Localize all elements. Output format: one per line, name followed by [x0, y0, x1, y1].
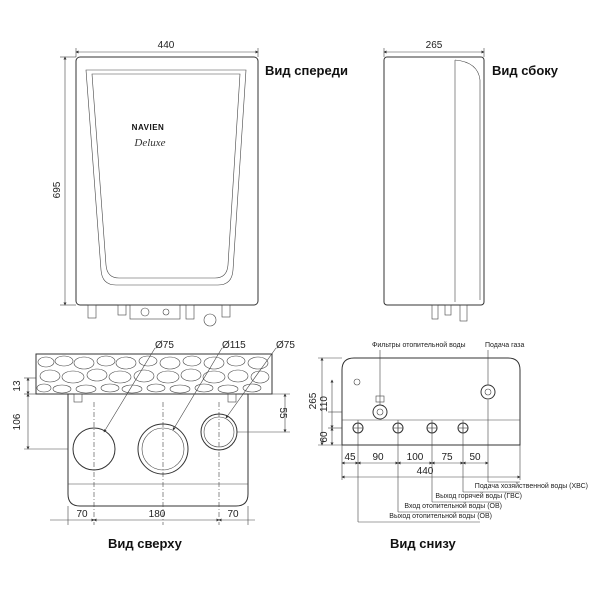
side-depth-dim: 265 [426, 40, 443, 51]
bottom-h60-dim: 60 [319, 431, 330, 443]
bottom-b50-dim: 50 [469, 452, 481, 463]
front-view-title: Вид спереди [265, 63, 348, 78]
bottom-gas [480, 384, 496, 400]
bottom-filter [372, 404, 388, 420]
side-view: 265 Вид сбоку [383, 40, 559, 322]
front-width-dim: 440 [158, 40, 175, 51]
front-view: NAVIEN Deluxe 440 695 Вид спереди [52, 40, 348, 327]
front-panel [85, 69, 247, 286]
top-h13-dim: 13 [12, 380, 23, 392]
label-gas: Подача газа [485, 342, 525, 349]
top-b70-left-dim: 70 [76, 509, 88, 520]
top-dia-left: Ø75 [155, 340, 174, 351]
bottom-b45-dim: 45 [344, 452, 356, 463]
top-body [67, 394, 249, 507]
top-h106-dim: 106 [12, 413, 23, 430]
top-dia-right: Ø75 [276, 340, 295, 351]
bottom-b75-dim: 75 [441, 452, 453, 463]
front-fittings [87, 304, 231, 327]
front-height-dim: 695 [52, 181, 63, 198]
label-heat-in: Вход отопительной воды (ОВ) [404, 502, 502, 510]
side-view-title: Вид сбоку [492, 63, 559, 78]
front-panel-inner [91, 73, 241, 279]
front-body [75, 56, 259, 306]
side-body [383, 56, 485, 306]
bottom-view-title: Вид снизу [390, 536, 456, 551]
bottom-b100-dim: 100 [407, 452, 424, 463]
top-dia-center: Ø115 [222, 340, 246, 351]
brand-model: Deluxe [133, 137, 165, 149]
label-cold-in: Подача хозяйственной воды (ХВС) [475, 482, 588, 490]
bottom-b90-dim: 90 [372, 452, 384, 463]
bottom-body [341, 357, 521, 446]
bottom-h265-dim: 265 [308, 392, 319, 409]
label-heat-out: Выход отопительной воды (ОВ) [389, 512, 492, 520]
top-view: Ø75 Ø115 Ø75 13 106 55 70 180 70 Вид све… [12, 340, 295, 551]
brand-logo: NAVIEN [132, 123, 165, 132]
top-b70-right-dim: 70 [227, 509, 239, 520]
top-view-title: Вид сверху [108, 536, 183, 551]
bottom-pipes [352, 422, 469, 434]
bottom-h110-dim: 110 [319, 396, 330, 412]
top-h55-dim: 55 [277, 407, 288, 419]
side-fittings [431, 304, 468, 322]
label-filters: Фильтры отопительной воды [372, 341, 466, 349]
top-b180-dim: 180 [149, 509, 166, 520]
bottom-b440-dim: 440 [417, 466, 434, 477]
stone-wall [35, 353, 273, 395]
stones [36, 355, 270, 394]
label-hot-out: Выход горячей воды (ГВС) [435, 492, 522, 500]
bottom-view: 45 90 100 75 50 440 265 110 60 Фильтры о… [308, 341, 588, 551]
